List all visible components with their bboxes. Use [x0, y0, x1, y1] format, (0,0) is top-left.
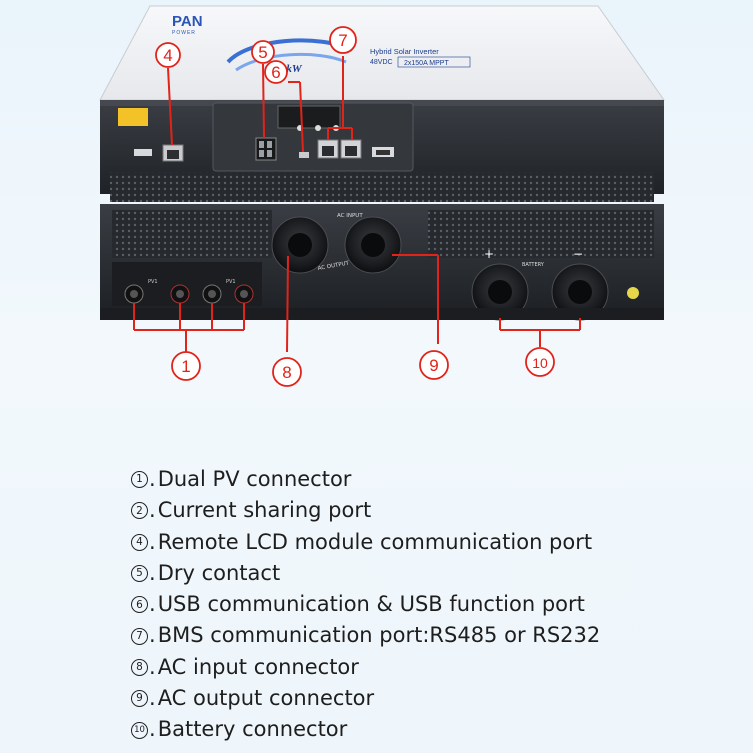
svg-text:8: 8	[282, 363, 291, 382]
ac-output-label: AC OUTPUT	[317, 260, 350, 272]
ac-output-gland	[344, 216, 402, 274]
svg-text:1: 1	[181, 357, 190, 376]
legend-item: 2.Current sharing port	[131, 495, 731, 526]
svg-text:6: 6	[271, 63, 280, 82]
svg-text:Hybrid Solar Inverter: Hybrid Solar Inverter	[370, 47, 439, 56]
callout-10: 10	[525, 347, 555, 377]
battery-negative-gland	[551, 263, 609, 321]
legend-item: 5.Dry contact	[131, 558, 731, 589]
svg-text:10: 10	[532, 355, 548, 371]
svg-text:9: 9	[429, 356, 438, 375]
svg-text:5: 5	[258, 43, 267, 62]
callout-9: 9	[419, 350, 449, 380]
callout-8: 8	[272, 357, 302, 387]
battery-positive-gland	[471, 263, 529, 321]
callout-lines	[133, 56, 581, 353]
legend-item: 10.Battery connector	[131, 714, 731, 745]
callout-6: 6	[264, 60, 288, 84]
legend-item: 8.AC input connector	[131, 652, 731, 683]
svg-text:2x150A MPPT: 2x150A MPPT	[404, 60, 449, 67]
usb-port	[299, 152, 309, 158]
usb-symbol	[134, 149, 152, 156]
upper-vent	[110, 172, 654, 202]
ac-input-label: AC INPUT	[337, 213, 363, 219]
callout-7: 7	[329, 26, 357, 54]
battery-label: BATTERY	[522, 262, 545, 268]
svg-text:PV1: PV1	[148, 279, 158, 285]
product-label: Hybrid Solar Inverter 48VDC 2x150A MPPT	[370, 47, 471, 68]
svg-text:PV1: PV1	[226, 279, 236, 285]
legend-item: 6.USB communication & USB function port	[131, 589, 731, 620]
callout-5: 5	[251, 40, 275, 64]
battery-minus: −	[573, 247, 583, 261]
svg-text:PAN: PAN	[172, 13, 203, 30]
battery-plus: +	[484, 247, 494, 261]
svg-text:48VDC: 48VDC	[370, 59, 393, 66]
ac-input-gland	[271, 216, 329, 274]
inverter-photo: PAN POWER 11kW Hybrid Solar Inverter 48V…	[99, 5, 665, 387]
warning-sticker	[118, 108, 148, 126]
port-legend: 1.Dual PV connector 2.Current sharing po…	[131, 464, 731, 746]
svg-text:4: 4	[163, 46, 172, 65]
svg-text:POWER: POWER	[172, 30, 196, 36]
legend-item: 4.Remote LCD module communication port	[131, 527, 731, 558]
brand-logo: PAN POWER	[172, 13, 203, 36]
legend-item: 7.BMS communication port:RS485 or RS232	[131, 620, 731, 651]
ground-mark	[627, 287, 639, 299]
callout-1: 1	[171, 351, 201, 381]
callout-4: 4	[155, 42, 181, 68]
legend-item: 9.AC output connector	[131, 683, 731, 714]
legend-item: 1.Dual PV connector	[131, 464, 731, 495]
svg-text:7: 7	[338, 31, 347, 50]
lcd-window	[277, 105, 341, 129]
